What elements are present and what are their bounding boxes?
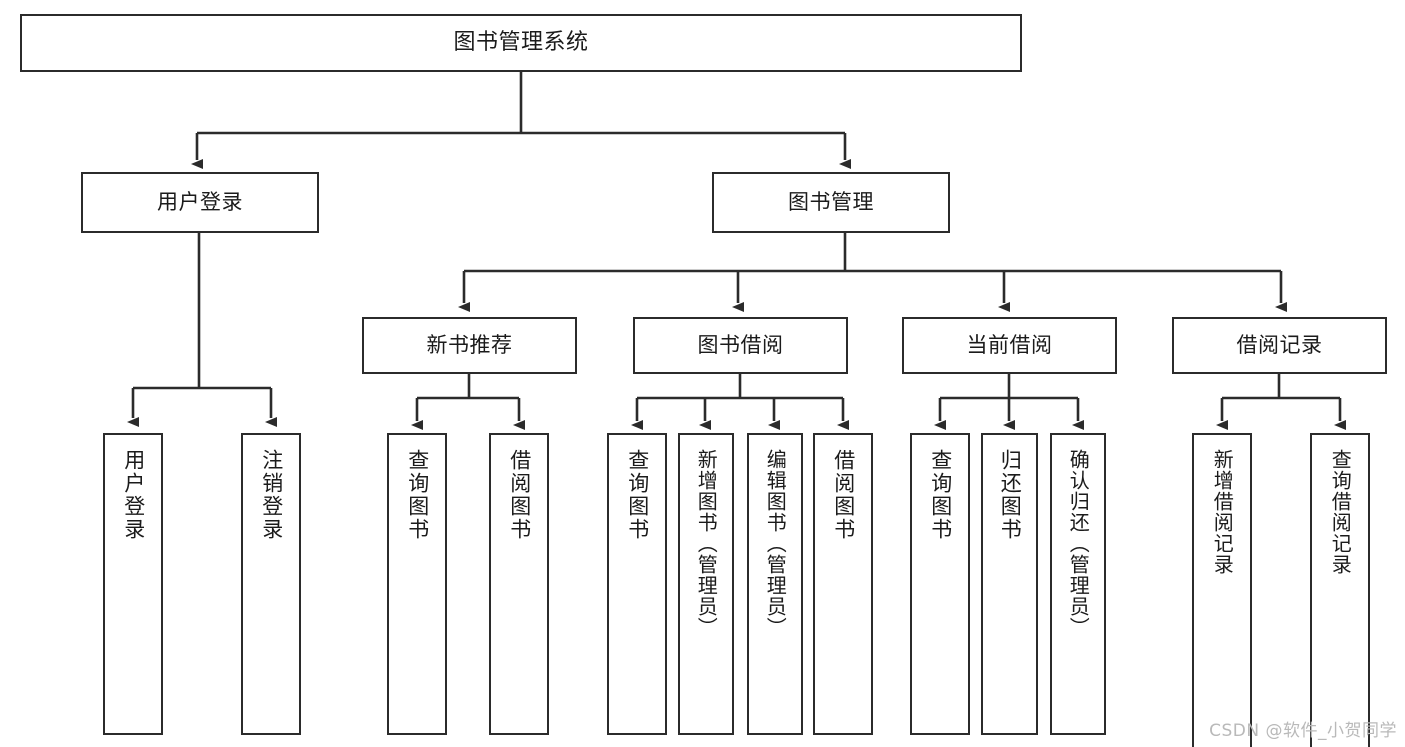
node-borrow-records-label: 借阅记录 — [1236, 333, 1323, 358]
node-new-book-recommend-label: 新书推荐 — [426, 333, 513, 358]
leaf-edit-book-admin[interactable]: 编辑图书（管理员） — [747, 433, 803, 735]
leaf-query-book-current[interactable]: 查询图书 — [910, 433, 970, 735]
node-borrow-records[interactable]: 借阅记录 — [1172, 317, 1387, 374]
node-book-borrow-label: 图书借阅 — [697, 333, 784, 358]
leaf-return-book[interactable]: 归还图书 — [981, 433, 1038, 735]
node-root[interactable]: 图书管理系统 — [20, 14, 1022, 72]
node-current-borrow[interactable]: 当前借阅 — [902, 317, 1117, 374]
leaf-borrow-book-recommend[interactable]: 借阅图书 — [489, 433, 549, 735]
node-book-management-label: 图书管理 — [788, 190, 874, 215]
leaf-edit-book-admin-label: 编辑图书（管理员） — [763, 449, 788, 638]
leaf-add-borrow-record[interactable]: 新增借阅记录 — [1192, 433, 1252, 747]
leaf-borrow-book-label: 借阅图书 — [831, 449, 856, 541]
leaf-user-login-label: 用户登录 — [121, 449, 146, 541]
node-book-management[interactable]: 图书管理 — [712, 172, 950, 233]
leaf-return-book-label: 归还图书 — [998, 449, 1023, 541]
leaf-borrow-book-recommend-label: 借阅图书 — [507, 449, 532, 541]
leaf-user-login[interactable]: 用户登录 — [103, 433, 163, 735]
leaf-add-borrow-record-label: 新增借阅记录 — [1210, 449, 1235, 575]
leaf-query-book-borrow-label: 查询图书 — [625, 449, 650, 541]
leaf-query-book-recommend[interactable]: 查询图书 — [387, 433, 447, 735]
node-user-login-label: 用户登录 — [157, 190, 243, 215]
leaf-borrow-book[interactable]: 借阅图书 — [813, 433, 873, 735]
leaf-query-borrow-record[interactable]: 查询借阅记录 — [1310, 433, 1370, 747]
leaf-query-book-recommend-label: 查询图书 — [405, 449, 430, 541]
leaf-query-borrow-record-label: 查询借阅记录 — [1328, 449, 1353, 575]
node-book-borrow[interactable]: 图书借阅 — [633, 317, 848, 374]
leaf-confirm-return-admin[interactable]: 确认归还（管理员） — [1050, 433, 1106, 735]
leaf-add-book-admin[interactable]: 新增图书（管理员） — [678, 433, 734, 735]
node-current-borrow-label: 当前借阅 — [966, 333, 1053, 358]
leaf-query-book-borrow[interactable]: 查询图书 — [607, 433, 667, 735]
leaf-logout-label: 注销登录 — [259, 449, 284, 541]
leaf-query-book-current-label: 查询图书 — [928, 449, 953, 541]
node-root-label: 图书管理系统 — [453, 30, 589, 56]
leaf-logout[interactable]: 注销登录 — [241, 433, 301, 735]
leaf-confirm-return-admin-label: 确认归还（管理员） — [1066, 449, 1091, 638]
node-user-login[interactable]: 用户登录 — [81, 172, 319, 233]
leaf-add-book-admin-label: 新增图书（管理员） — [694, 449, 719, 638]
watermark-text: CSDN @软件_小贺同学 — [1209, 721, 1397, 741]
node-new-book-recommend[interactable]: 新书推荐 — [362, 317, 577, 374]
